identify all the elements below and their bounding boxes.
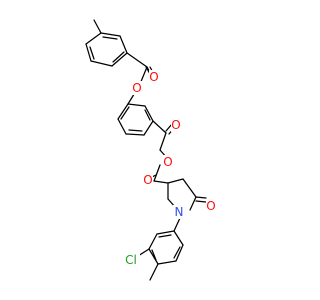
bond	[89, 46, 95, 60]
o-lactam: O	[206, 199, 216, 213]
bond	[126, 52, 148, 68]
bond	[117, 103, 129, 120]
bond	[102, 36, 118, 40]
o-ester-1: O	[132, 81, 142, 95]
atom-symbol: O	[163, 155, 172, 169]
bond	[112, 51, 125, 63]
atom-labels: O O O O O O N Cl	[122, 70, 216, 267]
atom-symbol: O	[132, 81, 141, 95]
bond	[175, 244, 184, 262]
cl-substituent: Cl	[122, 253, 140, 267]
bond	[144, 105, 154, 122]
bond	[195, 200, 207, 203]
bond	[158, 234, 172, 238]
bond	[127, 103, 146, 107]
bond	[153, 164, 161, 182]
atom-symbol: N	[175, 205, 184, 219]
bonds	[85, 19, 207, 281]
bond	[173, 230, 184, 246]
bond	[167, 178, 184, 184]
bond	[156, 230, 175, 235]
bond	[111, 52, 128, 67]
bond	[100, 32, 121, 37]
bond	[144, 109, 151, 121]
o-ester-2: O	[163, 155, 173, 169]
bond	[120, 106, 130, 120]
bond	[85, 32, 102, 45]
bond	[173, 246, 181, 259]
atom-symbol: O	[206, 199, 215, 213]
bond	[152, 120, 167, 134]
bond	[90, 60, 113, 67]
bond	[117, 118, 127, 135]
atom-symbol: O	[143, 173, 152, 187]
bond	[149, 263, 159, 281]
bond	[151, 249, 157, 261]
bond	[153, 180, 169, 184]
bond	[148, 248, 159, 265]
atom-symbol: O	[149, 70, 158, 84]
bond	[119, 35, 128, 54]
bond	[182, 178, 197, 198]
bond	[157, 260, 177, 265]
o-carbonyl-2: O	[143, 173, 153, 187]
bond	[93, 19, 102, 34]
atom-symbol: Cl	[125, 253, 137, 267]
molecule-structure: O O O O O O N Cl	[85, 19, 216, 281]
bond	[159, 132, 167, 151]
n-ring: N	[173, 205, 185, 219]
bond	[85, 43, 92, 62]
bond	[189, 196, 197, 211]
bond	[128, 129, 143, 132]
atom-symbol: O	[171, 118, 180, 132]
o-ketone: O	[171, 118, 181, 132]
bond	[173, 217, 181, 232]
bond	[143, 120, 154, 136]
o-carbonyl-1: O	[149, 70, 159, 84]
bond	[148, 233, 158, 250]
bond	[125, 133, 145, 136]
bond	[195, 196, 207, 199]
